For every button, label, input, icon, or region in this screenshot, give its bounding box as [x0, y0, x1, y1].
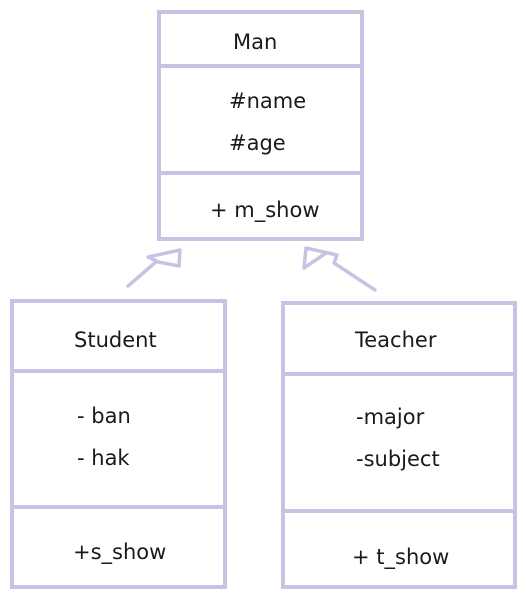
- class-man-name: Man: [233, 30, 278, 54]
- teacher-inheritance-arrow: [302, 246, 377, 292]
- class-teacher-name: Teacher: [355, 328, 437, 352]
- class-man-name-section: Man: [161, 14, 360, 64]
- class-teacher-attribute: -major: [356, 405, 425, 429]
- class-student-attribute: - hak: [77, 446, 130, 470]
- class-teacher-name-section: Teacher: [285, 305, 513, 372]
- class-student: Student - ban - hak +s_show: [10, 299, 227, 589]
- student-inheritance-arrow: [126, 248, 182, 288]
- class-man-attribute: #name: [229, 89, 307, 113]
- class-man-methods-section: + m_show: [161, 171, 360, 237]
- class-student-attribute: - ban: [77, 404, 131, 428]
- class-student-method: +s_show: [73, 540, 167, 564]
- class-student-name-section: Student: [14, 303, 223, 369]
- class-man-attribute: #age: [229, 131, 286, 155]
- class-teacher: Teacher -major -subject + t_show: [281, 301, 517, 589]
- class-teacher-methods-section: + t_show: [285, 509, 513, 585]
- class-man: Man #name #age + m_show: [157, 10, 364, 241]
- class-student-attributes-section: - ban - hak: [14, 369, 223, 505]
- class-man-attributes-section: #name #age: [161, 64, 360, 171]
- class-teacher-attribute: -subject: [356, 447, 440, 471]
- class-student-name: Student: [74, 328, 157, 352]
- class-teacher-method: + t_show: [352, 545, 450, 569]
- class-man-method: + m_show: [210, 198, 320, 222]
- class-student-methods-section: +s_show: [14, 505, 223, 585]
- class-teacher-attributes-section: -major -subject: [285, 372, 513, 509]
